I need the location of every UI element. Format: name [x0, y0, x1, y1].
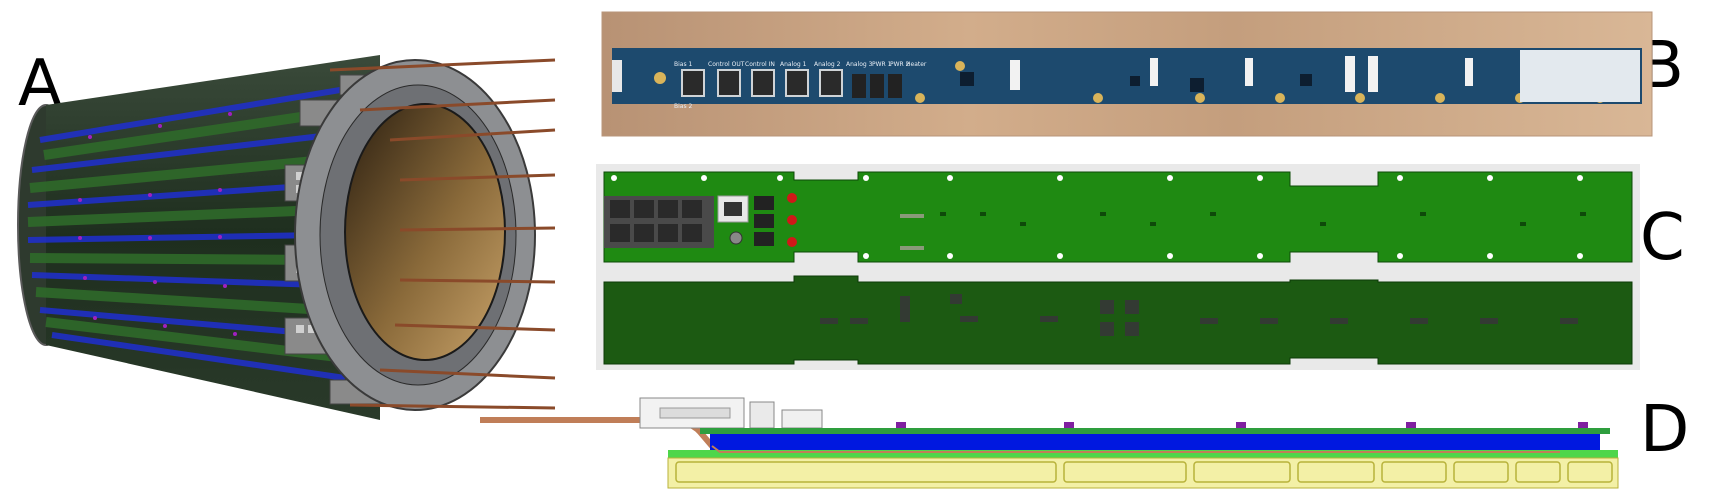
panel-label-c: C — [1640, 201, 1685, 275]
b-label-control-in: Control IN — [745, 61, 775, 68]
panel-b-board-photo: Bias 1 Control OUT Control IN Analog 1 A… — [601, 11, 1653, 137]
b-label-heater: Heater — [906, 61, 927, 68]
b-label-bias-2: Bias 2 — [674, 103, 692, 110]
b-label-analog-2: Analog 2 — [814, 61, 841, 68]
b-label-control-out: Control OUT — [708, 61, 745, 68]
b-label-pwr-1: PWR 1 — [872, 61, 892, 68]
panel-c-board-render — [596, 164, 1640, 370]
b-label-analog-1: Analog 1 — [780, 61, 807, 68]
panel-a-cylinder — [17, 55, 715, 448]
panel-label-d: D — [1640, 393, 1690, 467]
panel-d-cross-section — [639, 397, 1619, 489]
b-label-analog-3: Analog 3 — [846, 61, 873, 68]
b-label-bias-1: Bias 1 — [674, 61, 692, 68]
b-label-pwr-2: PWR 2 — [890, 61, 910, 68]
